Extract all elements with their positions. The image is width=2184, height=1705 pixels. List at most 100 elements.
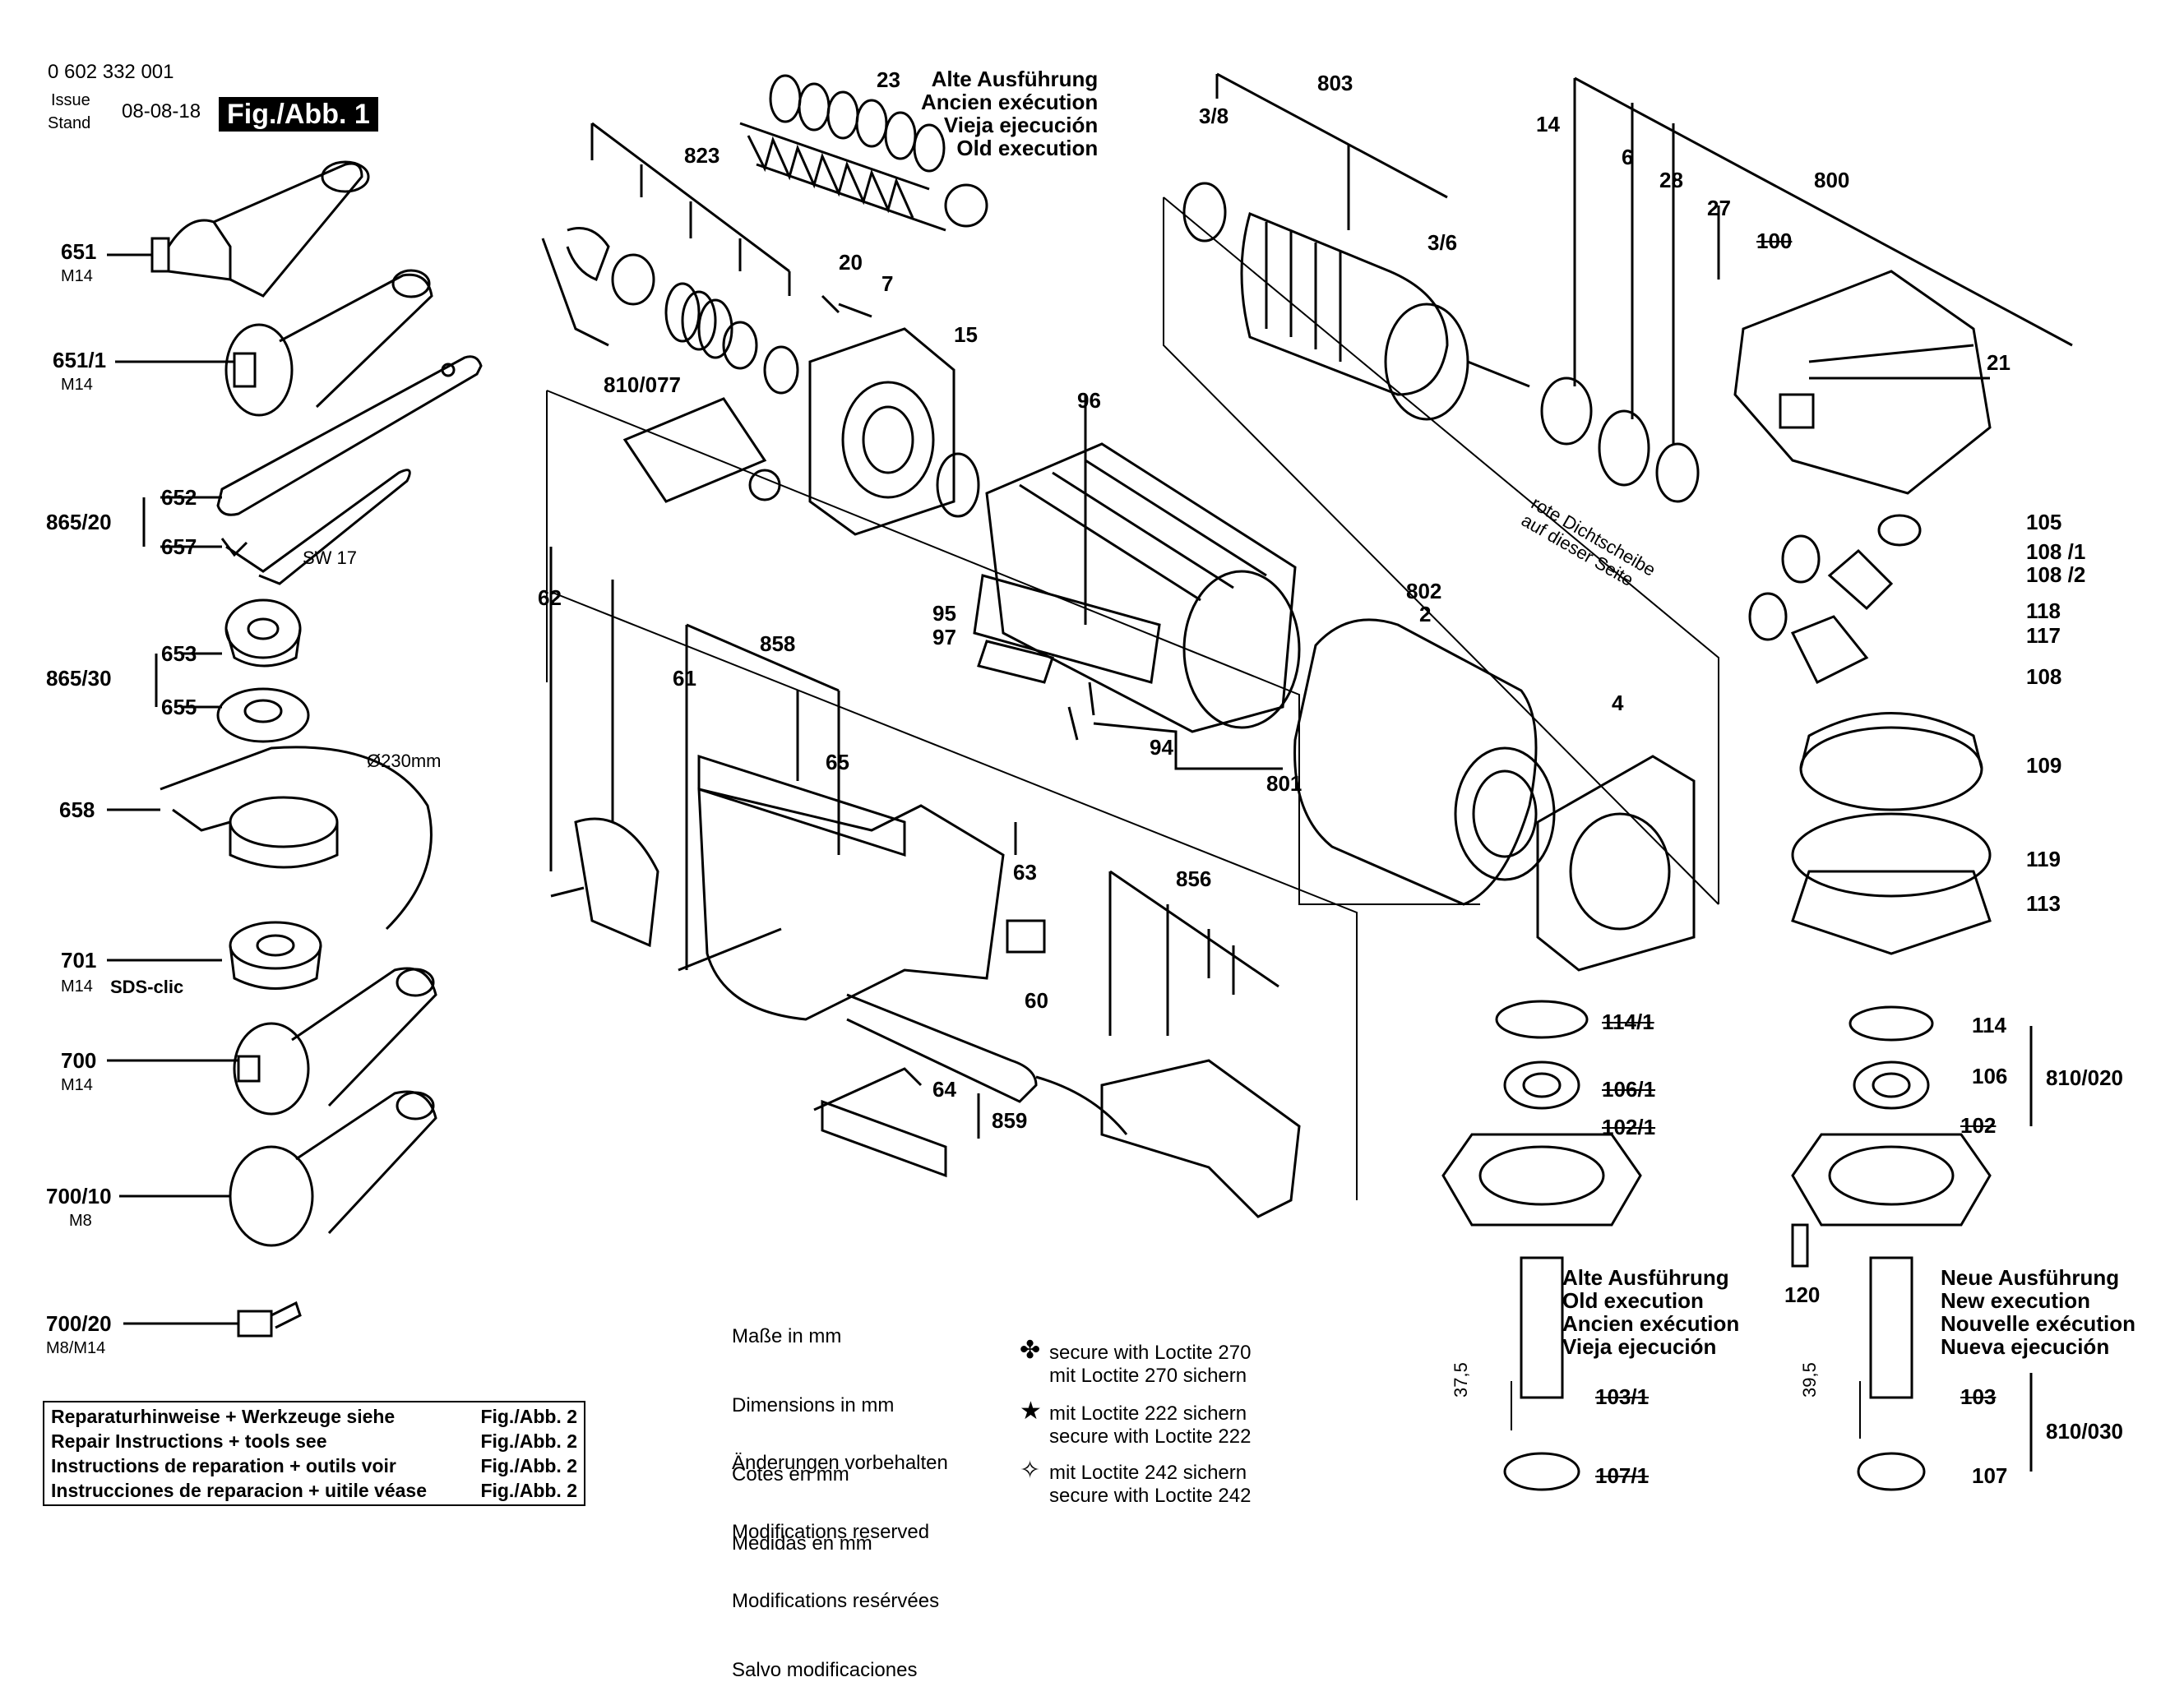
new-execution-bottom: Neue Ausführung New execution Nouvelle e… [1941,1266,2135,1358]
label-62: 62 [538,585,562,610]
frame-line-e [550,591,1358,1200]
open-wrench-657 [160,469,411,585]
screws-94 [1067,682,1283,770]
modifications-note: Änderungen vorbehalten Modifications res… [732,1406,948,1705]
cover-63 [1006,919,1046,954]
label-700-20: 700/20 [46,1311,112,1336]
label-114: 114 [1972,1013,2006,1037]
label-859: 859 [992,1108,1028,1133]
label-diameter: Ø230mm [367,751,442,771]
brush-parts-823 [541,122,799,395]
armature-803 [1182,72,1530,421]
label-865-20: 865/20 [46,510,112,534]
mod-note-2: Modifications reserved [732,1521,930,1543]
label-114-1: 114/1 [1602,1010,1654,1034]
frame-line-a [546,390,1480,905]
loctite-242-text: mit Loctite 242 sichern secure with Loct… [1049,1462,1252,1507]
mod-note-3: Modifications resérvées [732,1590,940,1612]
label-95: 95 [932,601,956,626]
label-107-1: 107/1 [1595,1463,1650,1488]
side-handle-700 [107,967,437,1116]
label-65: 65 [826,750,849,774]
repair-ref: Fig./Abb. 2 [480,1406,577,1427]
figure-title: Fig./Abb. 1 [219,97,378,132]
old-execution-bottom: Alte Ausführung Old execution Ancien exé… [1562,1266,1739,1358]
new-exec-b-1: Neue Ausführung [1941,1265,2120,1290]
side-handle-700-10 [119,1090,437,1247]
label-700-sub: M14 [61,1076,93,1094]
adapter-700-20 [123,1301,302,1338]
repair-text: Instructions de reparation + outils voir [51,1455,396,1476]
repair-row: Instructions de reparation + outils voir… [51,1453,577,1478]
label-802: 802 [1406,579,1442,603]
old-exec-b-3: Ancien exécution [1562,1311,1740,1336]
label-94: 94 [1150,735,1173,760]
label-106: 106 [1972,1064,2008,1088]
label-651-sub: M14 [61,267,93,285]
label-657: 657 [161,534,197,559]
frame-line-c [1163,196,1719,904]
label-96: 96 [1077,388,1101,413]
label-117: 117 [2026,623,2061,648]
stand-label: Stand [48,114,91,132]
label-118: 118 [2026,598,2061,623]
seal-ring-15 [936,452,980,518]
label-21: 21 [1987,350,2010,375]
label-113: 113 [2026,891,2061,916]
screw-20 [821,294,872,318]
label-655: 655 [161,695,197,719]
repair-ref: Fig./Abb. 2 [480,1480,577,1501]
label-800: 800 [1814,168,1850,192]
old-exec-b-4: Vieja ejecución [1562,1334,1717,1359]
motor-housing-96 [985,395,1301,733]
old-exec-b-2: Old execution [1562,1288,1704,1313]
new-exec-b-4: Nueva ejecución [1941,1334,2110,1359]
label-64: 64 [932,1077,956,1102]
label-27: 27 [1707,196,1731,220]
old-execution-parts-23 [739,74,988,232]
dim-37-5: 37,5 [1451,1362,1471,1398]
label-3-8: 3/8 [1199,104,1229,128]
label-651-1: 651/1 [53,348,107,372]
label-20: 20 [839,250,863,275]
label-2: 2 [1419,602,1432,626]
dim-note-3: Cotes en mm [732,1463,849,1486]
label-701: 701 [61,948,97,973]
flange-4 [1536,755,1696,972]
label-102-1: 102/1 [1602,1115,1656,1139]
label-28: 28 [1659,168,1683,192]
quick-nut-701 [107,921,322,990]
old-exec-line-2: Ancien exécution [921,90,1099,114]
flange-653 [181,598,302,668]
label-60: 60 [1025,988,1048,1013]
label-4: 4 [1612,691,1624,715]
label-15: 15 [954,322,978,347]
label-108-2: 108 /2 [2026,562,2086,587]
old-exec-line-3: Vieja ejecución [943,113,1099,137]
handle-halves-62-61-858 [549,547,1017,1021]
plate-95-97 [973,574,1161,684]
label-700-10-sub: M8 [69,1212,92,1230]
label-106-1: 106/1 [1602,1077,1656,1102]
label-7: 7 [881,271,894,296]
label-23: 23 [877,67,900,92]
label-651-1-sub: M14 [61,376,93,394]
dimensions-note: Maße in mm Dimensions in mm Cotes en mm … [732,1279,894,1578]
repair-text: Reparaturhinweise + Werkzeuge siehe [51,1406,396,1427]
switch-856 [1100,870,1301,1218]
label-100: 100 [1756,229,1793,253]
label-sds-clic: SDS-clic [110,977,184,997]
old-execution-top: Alte Ausführung Ancien exécution Vieja e… [921,67,1098,159]
label-107: 107 [1972,1463,2008,1488]
side-handle-651 [107,160,370,298]
label-61: 61 [673,666,696,691]
right-side-brackets [1511,1026,2033,1472]
gear-parts [1748,514,1992,955]
old-exec-b-1: Alte Ausführung [1562,1265,1729,1290]
side-handle-651-1 [115,269,433,417]
loctite-222-symbol: ★ [1020,1398,1042,1425]
stator-802 [1293,618,1556,906]
label-102: 102 [1960,1113,1997,1138]
